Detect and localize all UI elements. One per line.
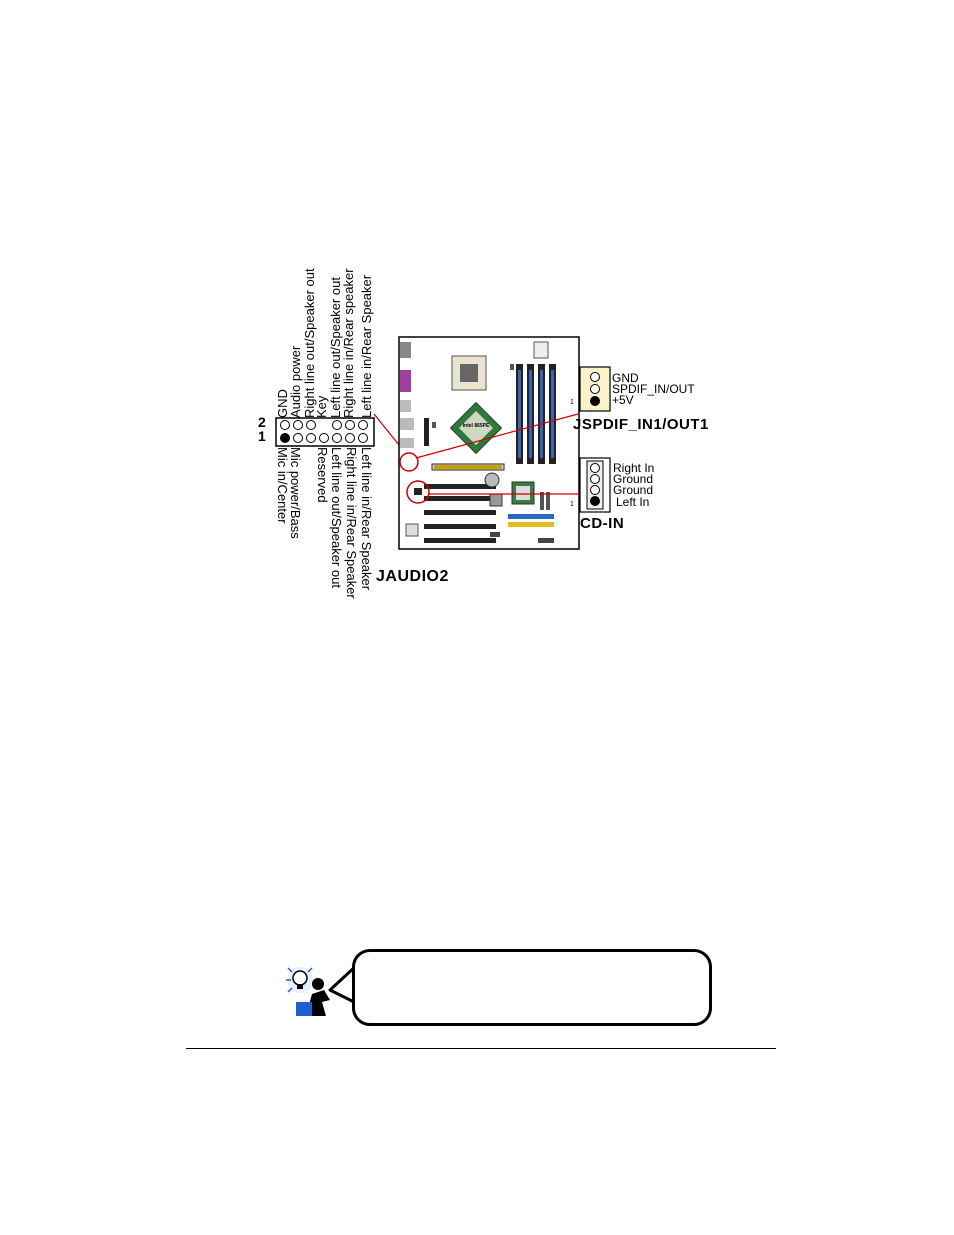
jaudio2-label-pin11: Right line in/Rear Speaker (344, 447, 359, 599)
io-ps2 (400, 342, 411, 358)
io-parallel (400, 370, 411, 392)
cdin-pin-right-in: Right In (613, 461, 655, 475)
jaudio2-label-pin3: Mic power/Bass (288, 447, 303, 539)
footer-rule (186, 1048, 776, 1049)
jaudio2-label-pin1: Mic in/Center (275, 447, 290, 524)
jaudio2-row-2-number: 2 (258, 414, 266, 430)
jaudio2-label-pin7: Reserved (315, 447, 330, 503)
io-lan (400, 418, 414, 430)
jaudio2-label-pin13: Left line in/Rear Speaker (359, 447, 374, 591)
cdin-pin-ground-2: Ground (613, 483, 654, 497)
jspdif-pin-5v: +5V (612, 393, 634, 407)
jaudio2-label-pin4: Audio power (288, 345, 303, 418)
motherboard-illustration: Intel 865PE (373, 336, 582, 550)
thinking-person-lightbulb-icon (286, 964, 358, 1016)
jaudio2-label-pin10: Left line out/Speaker out (328, 277, 343, 418)
ide-connector-2 (508, 522, 554, 527)
pci-slot-2 (424, 496, 496, 501)
cdin-pin-left-in: Left In (616, 495, 650, 509)
chip-label: Intel 865PE (463, 423, 490, 429)
jaudio2-label-pin9: Left line out/Speaker out (329, 447, 344, 588)
jaudio2-label-pin12: Right line in/Rear speaker (341, 268, 356, 418)
ide-connector-1 (508, 514, 554, 519)
jaudio2-row-1-number: 1 (258, 428, 266, 444)
jspdif-title: JSPDIF_IN1/OUT1 (573, 416, 709, 433)
cmos-battery (484, 472, 500, 488)
pci-slot-5 (424, 538, 496, 543)
cdin-pin1-marker: 1 (570, 501, 574, 508)
io-audio (400, 438, 414, 448)
jaudio2-pin-header (275, 417, 375, 447)
io-usb (400, 400, 411, 412)
cdin-title: CD-IN (580, 515, 625, 532)
jaudio2-label-pin6: Right line out/Speaker out (302, 268, 317, 418)
cdin-pin-ground-1: Ground (613, 472, 654, 486)
jspdif-pin-spdif: SPDIF_IN/OUT (612, 382, 695, 396)
cdin-connector (579, 457, 611, 513)
tip-bubble (352, 949, 712, 1026)
cdin-location-circle (406, 480, 430, 504)
pci-slot-4 (424, 524, 496, 529)
jspdif-pin1-marker: 1 (570, 399, 574, 406)
jaudio2-title: JAUDIO2 (376, 568, 449, 585)
jaudio2-location-circle (399, 452, 419, 472)
jaudio2-label-pin2: GND (275, 389, 290, 418)
jspdif-callout-line (415, 413, 579, 459)
pci-slot-3 (424, 510, 496, 515)
northbridge-chip (449, 401, 503, 455)
jspdif-pin-gnd: GND (612, 371, 639, 385)
pci-slot-1 (424, 484, 496, 489)
jspdif-connector (579, 366, 611, 412)
